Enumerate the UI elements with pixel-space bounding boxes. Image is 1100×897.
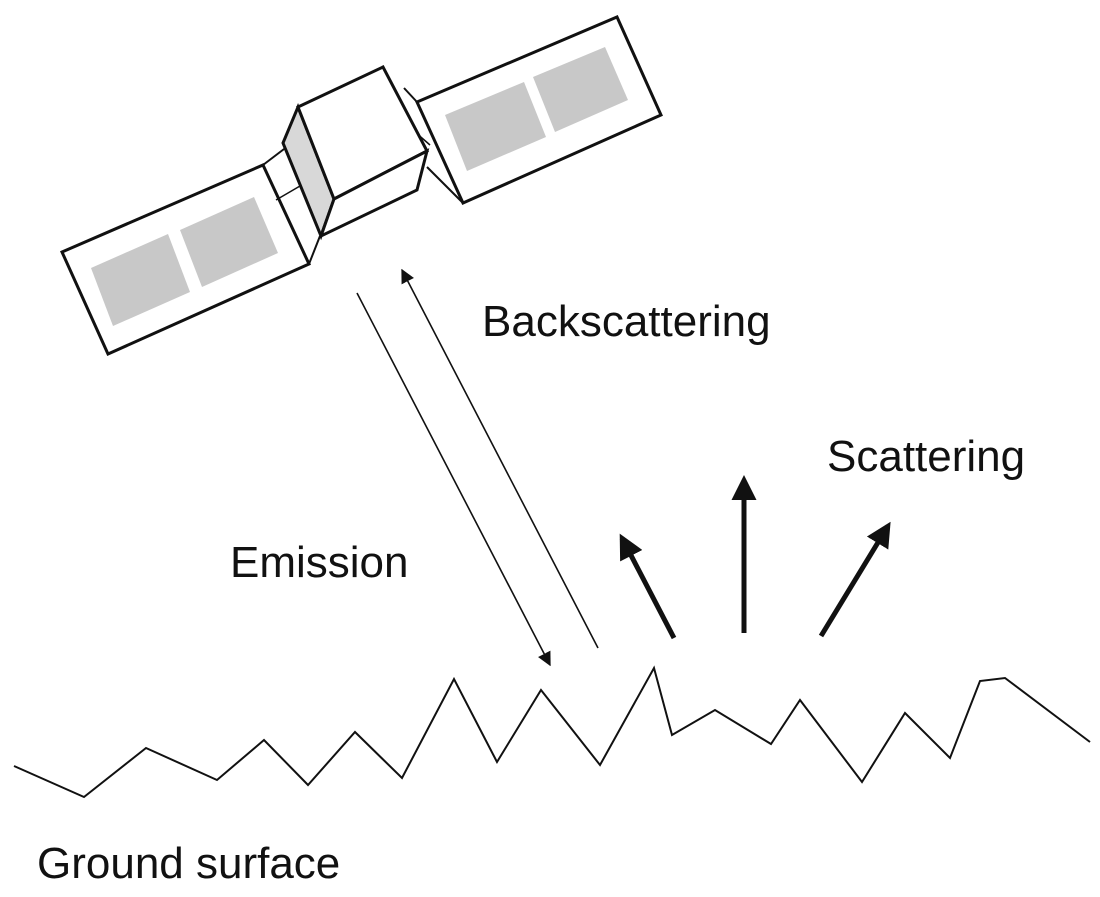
satellite-icon: [60, 15, 663, 356]
scattering-label: Scattering: [827, 432, 1025, 481]
emission-label: Emission: [230, 538, 409, 587]
ground-surface-line: [13, 665, 1091, 799]
left-panel-cell-outer: [91, 234, 190, 326]
left-panel-connector: [262, 145, 321, 265]
satellite-body: [281, 65, 430, 241]
backscattering-label: Backscattering: [482, 297, 771, 346]
ground-surface-label: Ground surface: [37, 839, 340, 888]
left-panel-cell-inner: [180, 197, 278, 287]
emission-arrow: [356, 292, 551, 667]
backscattering-arrow: [401, 268, 599, 649]
scattering-arrow-left: [619, 533, 677, 640]
left-solar-panel: [60, 163, 312, 356]
right-solar-panel: [414, 15, 663, 205]
right-panel-cell-inner: [445, 82, 546, 171]
scattering-arrow-right: [818, 521, 891, 638]
right-panel-cell-outer: [533, 47, 628, 132]
scattering-arrows: [619, 475, 891, 640]
